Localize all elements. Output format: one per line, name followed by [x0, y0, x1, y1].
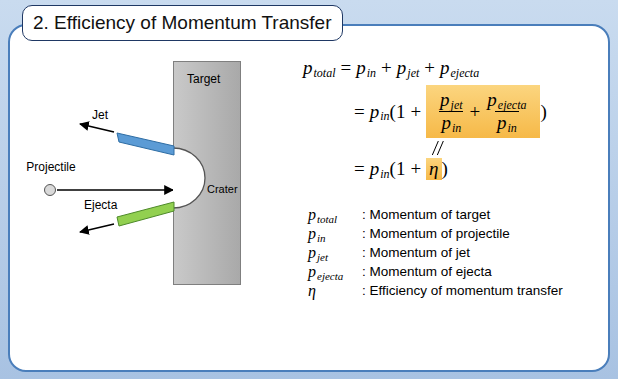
arrow-connector	[57, 190, 173, 191]
ejecta-direction-arrow	[80, 224, 114, 232]
ejecta-band: Ejecta	[70, 192, 176, 232]
math-symbol: +	[410, 101, 421, 123]
definition-row: pin: Momentum of projectile	[308, 224, 563, 243]
denominator: pin	[495, 111, 519, 134]
definition-symbol: pjet	[308, 244, 362, 262]
math-symbol: p	[308, 206, 316, 224]
math-symbol: +	[410, 158, 421, 180]
definition-symbol: ptotal	[308, 206, 362, 224]
target-label: Target	[187, 72, 220, 86]
math-symbol: p	[397, 57, 407, 79]
definition-row: η : Efficiency of momentum transfer	[308, 281, 563, 300]
title-text: 2. Efficiency of Momentum Transfer	[33, 12, 332, 33]
projectile-circle	[44, 184, 56, 196]
crater-fill	[173, 148, 205, 208]
subscript: in	[452, 121, 461, 136]
math-symbol: p	[308, 244, 316, 262]
equation-line: ptotal=pin+pjet+pejecta	[303, 57, 479, 79]
math-symbol: )	[442, 158, 448, 180]
subscript: in	[507, 121, 516, 136]
math-symbol: (	[390, 101, 396, 123]
crater-shape	[173, 61, 241, 285]
math-symbol: p	[487, 89, 497, 111]
math-symbol: p	[370, 101, 380, 123]
definition-row: ptotal: Momentum of target	[308, 205, 563, 224]
equals-stroke	[437, 141, 443, 155]
subscript: in	[380, 109, 389, 124]
definition-row: pejecta: Momentum of ejecta	[308, 262, 563, 281]
math-symbol: +	[424, 57, 435, 79]
subscript: jet	[317, 251, 328, 263]
subscript: ejecta	[317, 270, 343, 282]
equation-line: =pin(1+ η)	[349, 158, 448, 180]
definition-text: : Momentum of jet	[362, 245, 470, 260]
math-symbol: p	[440, 57, 450, 79]
math-symbol: p	[303, 57, 313, 79]
math-symbol: +	[381, 57, 392, 79]
definition-symbol: η	[308, 282, 362, 300]
math-symbol: p	[308, 225, 316, 243]
math-symbol: η	[308, 282, 316, 300]
definition-symbol: pin	[308, 225, 362, 243]
crater-rim	[173, 148, 205, 208]
ejecta-band-fill	[117, 202, 174, 226]
subscript: ejecta	[498, 98, 527, 113]
math-symbol: =	[341, 57, 352, 79]
definition-list: ptotal: Momentum of targetpin: Momentum …	[308, 205, 563, 300]
slide-title: 2. Efficiency of Momentum Transfer	[22, 5, 343, 41]
definition-row: pjet: Momentum of jet	[308, 243, 563, 262]
subscript: jet	[451, 98, 463, 113]
math-symbol: (	[390, 158, 396, 180]
projectile: Projectile	[20, 160, 82, 198]
math-symbol: p	[356, 57, 366, 79]
math-symbol: 1	[396, 158, 406, 180]
definition-text: : Efficiency of momentum transfer	[362, 283, 563, 298]
definition-text: : Momentum of projectile	[362, 226, 510, 241]
math-symbol: +	[470, 101, 481, 123]
equation-line: =pin(1+pjetpin+pejectapin)	[349, 85, 547, 138]
connector-line	[57, 189, 173, 190]
jet-label: Jet	[92, 108, 108, 122]
jet-band: Jet	[70, 104, 176, 160]
denominator: pin	[439, 111, 463, 134]
math-symbol: p	[370, 158, 380, 180]
math-symbol: p	[440, 89, 450, 111]
target-block: TargetCrater	[173, 61, 241, 285]
subscript: ejecta	[451, 66, 480, 81]
equality-connector	[432, 141, 443, 155]
math-symbol: p	[441, 112, 451, 134]
fraction: pjetpin	[438, 89, 465, 134]
math-symbol: )	[540, 101, 546, 123]
definition-text: : Momentum of ejecta	[362, 264, 492, 279]
subscript: jet	[407, 66, 419, 81]
math-symbol: p	[497, 112, 507, 134]
subscript: total	[314, 66, 336, 81]
definition-text: : Momentum of target	[362, 207, 490, 222]
numerator: pjet	[438, 89, 465, 111]
subscript: in	[317, 232, 326, 244]
jet-band-shape	[70, 104, 176, 160]
definition-symbol: pejecta	[308, 263, 362, 281]
math-symbol: =	[354, 101, 365, 123]
math-symbol: =	[354, 158, 365, 180]
highlight-box: pjetpin+pejectapin	[426, 85, 540, 138]
ejecta-label: Ejecta	[84, 198, 117, 212]
jet-band-fill	[117, 133, 174, 155]
math-symbol: η	[429, 158, 438, 180]
numerator: pejecta	[485, 89, 528, 111]
equals-stroke	[432, 141, 438, 155]
crater-label: Crater	[207, 183, 238, 195]
highlight-eta: η	[426, 158, 441, 180]
projectile-label: Projectile	[20, 160, 82, 174]
jet-direction-arrow	[80, 124, 114, 132]
math-symbol: 1	[396, 101, 406, 123]
fraction: pejectapin	[485, 89, 528, 134]
math-symbol: p	[308, 263, 316, 281]
subscript: in	[367, 66, 376, 81]
subscript: total	[317, 213, 337, 225]
subscript: in	[380, 167, 389, 182]
